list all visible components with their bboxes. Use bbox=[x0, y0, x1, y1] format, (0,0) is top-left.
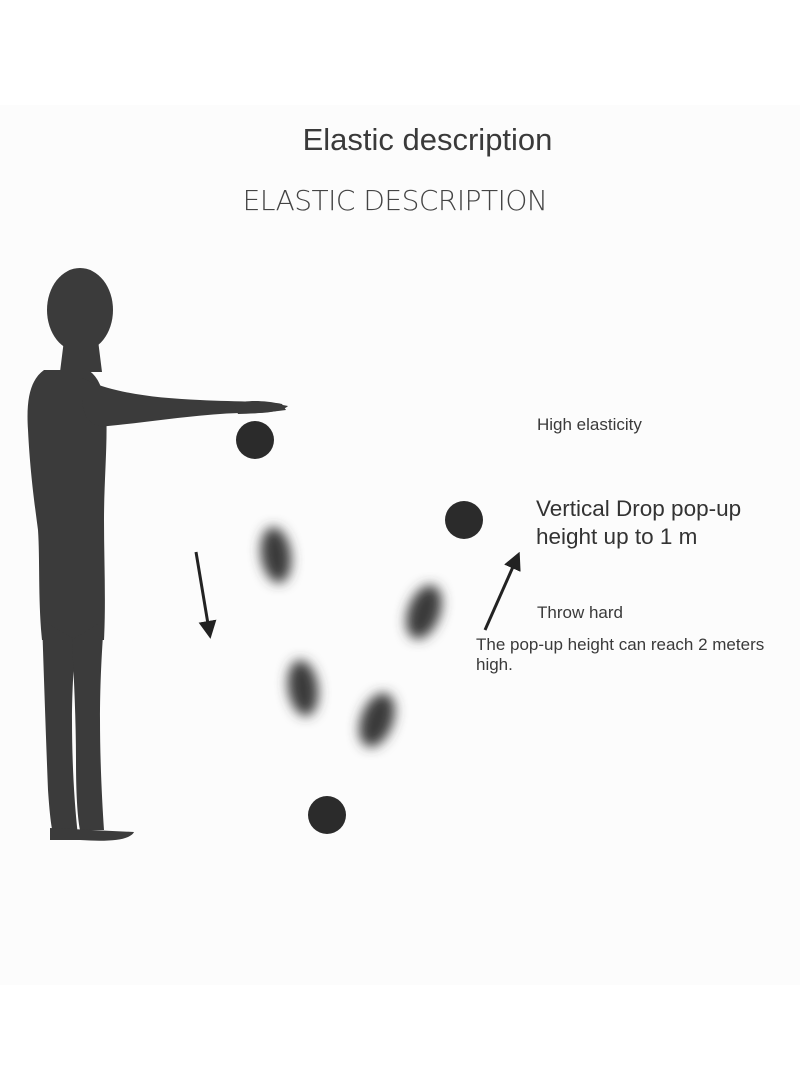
ball-icon bbox=[236, 421, 274, 459]
arrow-down-icon bbox=[194, 551, 217, 639]
high-elasticity-label: High elasticity bbox=[537, 415, 642, 434]
motion-blur-balls bbox=[260, 527, 442, 747]
ball-icon bbox=[445, 501, 483, 539]
ball-icon bbox=[308, 796, 346, 834]
ball-icon bbox=[406, 585, 442, 639]
throw-hard-label: Throw hard bbox=[537, 603, 623, 622]
ball-icon bbox=[359, 693, 395, 747]
ball-icon bbox=[287, 660, 319, 716]
arrow-up-icon bbox=[483, 551, 521, 631]
page-subtitle: ELASTIC DESCRIPTION bbox=[242, 184, 548, 217]
content-panel bbox=[0, 105, 800, 985]
person-silhouette-icon bbox=[27, 268, 288, 841]
page-title: Elastic description bbox=[302, 122, 553, 157]
throw-height-label: The pop-up height can reach 2 meters hig… bbox=[476, 635, 765, 674]
ball-icon bbox=[260, 527, 292, 583]
vertical-drop-label: Vertical Drop pop-up height up to 1 m bbox=[536, 496, 742, 549]
